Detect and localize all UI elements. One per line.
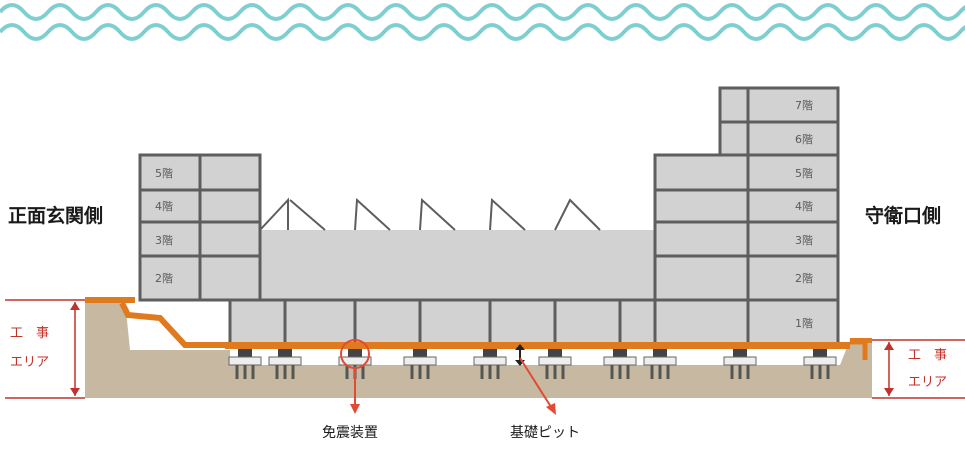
right-floor-1: 1階 <box>795 316 813 330</box>
work-area-left-bracket <box>5 299 85 399</box>
left-wing-frame <box>138 153 262 302</box>
right-floor-2: 2階 <box>795 271 813 285</box>
pile-footing <box>538 356 572 366</box>
work-area-left-label-1: 工 事 <box>10 326 49 341</box>
wave-border <box>0 3 965 41</box>
pile <box>291 365 295 379</box>
pile <box>283 365 287 379</box>
pile <box>818 365 822 379</box>
right-floor-3: 3階 <box>795 233 813 247</box>
right-floor-6: 6階 <box>795 132 813 146</box>
isolator-bearing <box>813 349 827 357</box>
isolator-bearing <box>653 349 667 357</box>
isolator-bearing <box>733 349 747 357</box>
foundation-slab <box>225 342 850 349</box>
pile <box>426 365 430 379</box>
pile <box>345 365 349 379</box>
pile <box>746 365 750 379</box>
pile <box>235 365 239 379</box>
pile-footing <box>803 356 837 366</box>
pile <box>410 365 414 379</box>
pile <box>561 365 565 379</box>
wave-line-bottom <box>0 23 965 41</box>
isolator-unit <box>403 349 437 379</box>
pile-footing <box>603 356 637 366</box>
pile <box>810 365 814 379</box>
isolator-unit <box>268 349 302 379</box>
pile <box>418 365 422 379</box>
pile <box>658 365 662 379</box>
isolator-bearing <box>348 349 362 357</box>
first-floor-frame <box>228 298 660 345</box>
pile <box>730 365 734 379</box>
isolator-unit <box>228 349 262 379</box>
right-floor-5: 5階 <box>795 166 813 180</box>
pile <box>251 365 255 379</box>
right-wing: 7階 6階 5階 4階 3階 2階 1階 <box>653 86 840 347</box>
isolator-unit <box>603 349 637 379</box>
work-area-left-label-2: エリア <box>10 355 49 370</box>
pile <box>243 365 247 379</box>
left-wing: 5階 4階 3階 2階 <box>138 153 262 302</box>
guard-entrance-side-label: 守衛口側 <box>865 204 941 227</box>
work-area-right-label-2: エリア <box>908 375 947 390</box>
pile <box>553 365 557 379</box>
isolator-bearing <box>278 349 292 357</box>
isolator-unit <box>473 349 507 379</box>
pile <box>610 365 614 379</box>
seismic-device-callout-arrow <box>350 368 360 414</box>
pile-footing <box>643 356 677 366</box>
pile <box>650 365 654 379</box>
pile-footing <box>723 356 757 366</box>
pile <box>618 365 622 379</box>
work-area-right-label-1: 工 事 <box>908 348 947 363</box>
left-floor-4: 4階 <box>155 199 173 213</box>
pile <box>275 365 279 379</box>
foundation-pit-callout-arrow <box>519 357 556 415</box>
central-building-body <box>230 230 660 345</box>
isolator-bearing <box>548 349 562 357</box>
pile-footing <box>268 356 302 366</box>
pile <box>488 365 492 379</box>
isolator-unit <box>643 349 677 379</box>
pile-footing <box>403 356 437 366</box>
pile <box>496 365 500 379</box>
left-floor-2: 2階 <box>155 271 173 285</box>
right-wing-frame <box>653 86 840 347</box>
ground-soil <box>85 300 872 398</box>
isolator-bearing <box>613 349 627 357</box>
pile <box>738 365 742 379</box>
left-floor-3: 3階 <box>155 233 173 247</box>
front-entrance-side-label: 正面玄関側 <box>8 204 103 227</box>
isolator-bearing <box>483 349 497 357</box>
pile <box>361 365 365 379</box>
work-area-right-bracket <box>872 339 965 399</box>
pile <box>626 365 630 379</box>
isolator-unit <box>803 349 837 379</box>
wave-line-top <box>0 3 965 21</box>
isolator-unit <box>723 349 757 379</box>
ground-surface <box>85 297 135 303</box>
pile <box>666 365 670 379</box>
pile <box>545 365 549 379</box>
pile <box>480 365 484 379</box>
foundation-pit-label: 基礎ピット <box>510 424 580 441</box>
isolator-bearing <box>238 349 252 357</box>
pile-footing <box>473 356 507 366</box>
pile-footing <box>228 356 262 366</box>
pile <box>826 365 830 379</box>
seismic-isolators <box>228 349 837 379</box>
front-retaining-wall <box>119 301 225 348</box>
right-floor-7: 7階 <box>795 98 813 112</box>
seismic-device-label: 免震装置 <box>322 425 378 441</box>
rear-retaining-wall <box>850 339 868 360</box>
sawtooth-roof <box>259 197 601 231</box>
isolator-unit <box>538 349 572 379</box>
left-floor-5: 5階 <box>155 166 173 180</box>
right-floor-4: 4階 <box>795 199 813 213</box>
isolator-bearing <box>413 349 427 357</box>
